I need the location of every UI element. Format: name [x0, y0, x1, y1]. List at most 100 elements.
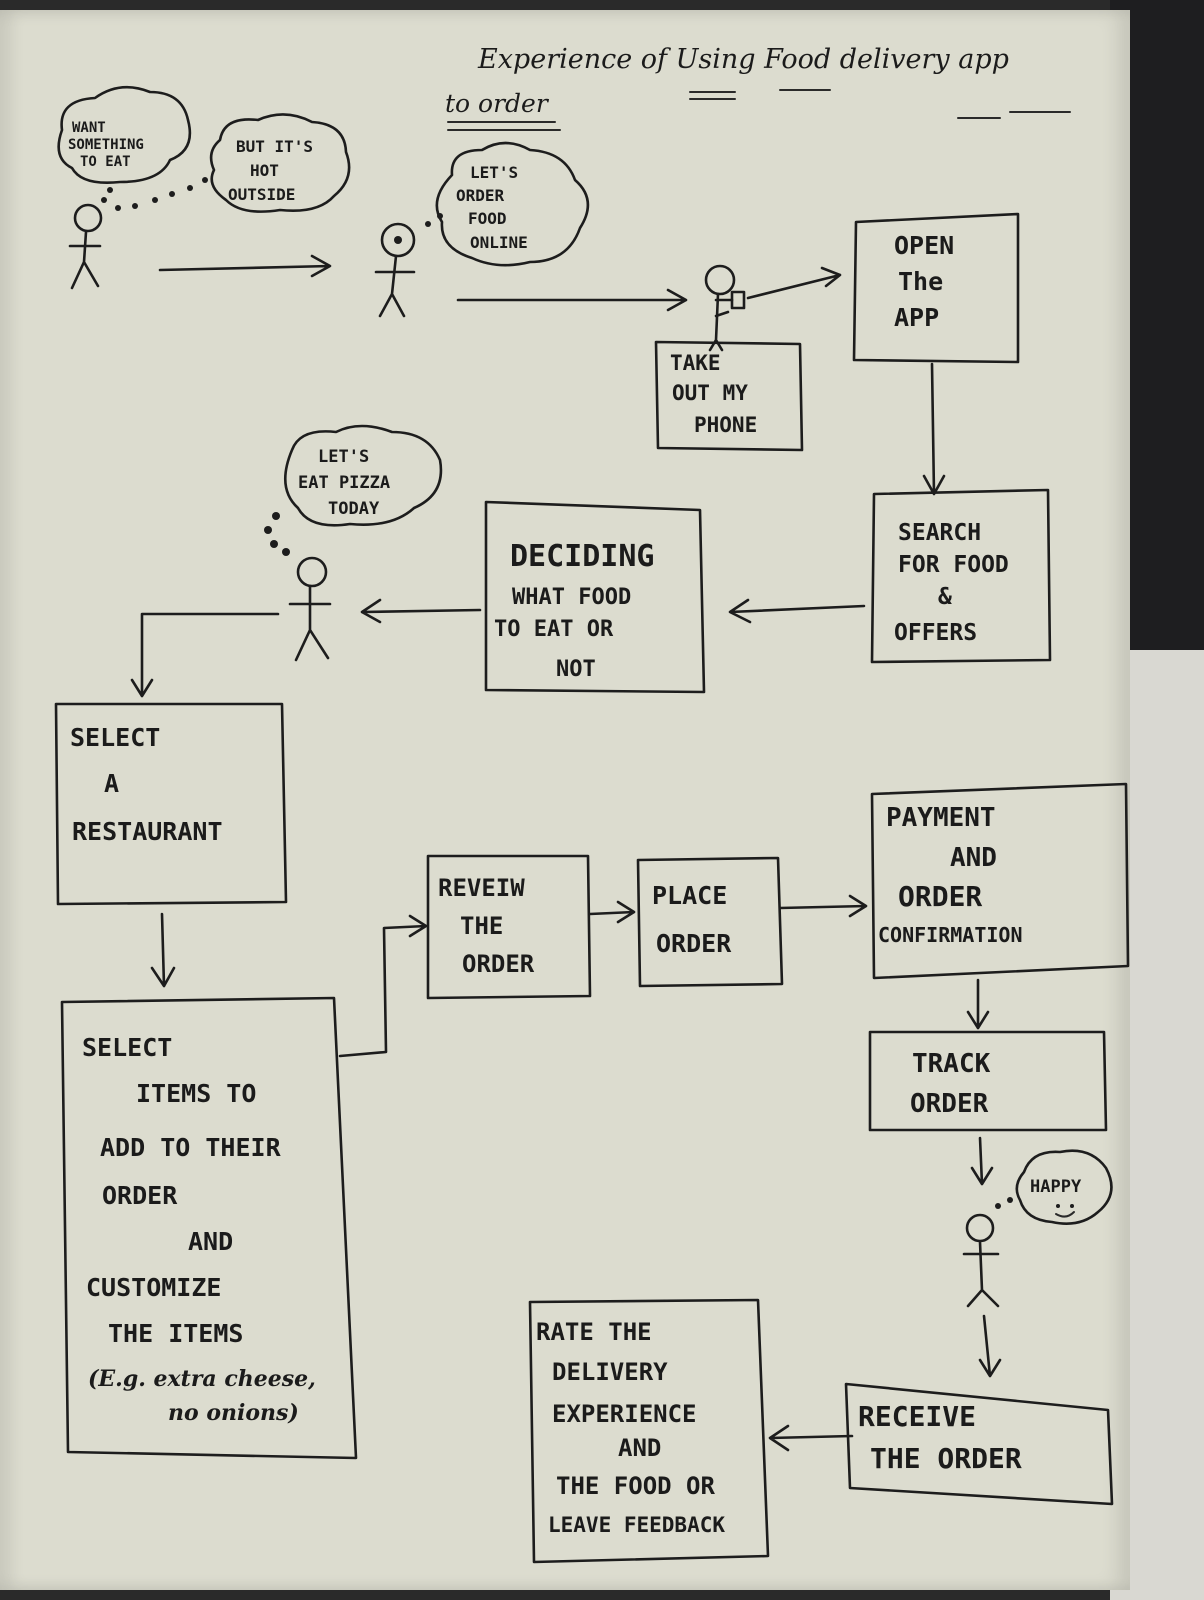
arrow-to-select-restaurant: [130, 612, 280, 698]
take-phone-line-1: TAKE: [670, 351, 721, 375]
arrow-to-receive: [978, 1314, 1002, 1378]
arrow-to-deciding: [728, 598, 866, 624]
bubble-pizza-line-1: LET'S: [318, 447, 369, 467]
payment-line-3: ORDER: [898, 880, 982, 913]
step-search-food-offers: SEARCH FOR FOOD & OFFERS: [870, 488, 1052, 664]
arrow-to-payment: [778, 894, 868, 918]
bubble-online-line-3: FOOD: [468, 209, 507, 228]
take-phone-line-3: PHONE: [694, 413, 757, 437]
bubble-happy-text: HAPPY: [1030, 1177, 1082, 1197]
stick-figure-hungry: [68, 203, 103, 290]
select-restaurant-line-2: A: [104, 769, 119, 798]
review-line-3: ORDER: [462, 950, 535, 978]
rate-line-2: DELIVERY: [552, 1358, 668, 1386]
place-line-2: ORDER: [656, 929, 732, 958]
receive-line-2: THE ORDER: [870, 1442, 1022, 1475]
payment-line-1: PAYMENT: [886, 803, 996, 833]
select-items-line-4: ORDER: [102, 1181, 178, 1210]
step-take-out-phone: TAKE OUT MY PHONE: [654, 340, 804, 452]
arrow-to-review: [338, 914, 428, 1058]
rate-line-4: AND: [618, 1434, 661, 1462]
bubble-online-line-2: ORDER: [456, 186, 505, 205]
bubble-want-line-3: TO EAT: [80, 154, 131, 170]
take-phone-line-2: OUT MY: [672, 381, 748, 405]
deciding-line-4: NOT: [556, 657, 596, 682]
receive-line-1: RECEIVE: [858, 1400, 976, 1433]
payment-line-2: AND: [950, 843, 997, 873]
select-items-line-3: ADD TO THEIR: [100, 1133, 282, 1162]
select-items-line-9: no onions): [168, 1400, 299, 1426]
step-rate-feedback: RATE THE DELIVERY EXPERIENCE AND THE FOO…: [528, 1298, 770, 1564]
search-line-2: FOR FOOD: [898, 552, 1009, 578]
select-items-line-1: SELECT: [82, 1033, 172, 1062]
deciding-line-1: DECIDING: [510, 539, 655, 574]
review-line-2: THE: [460, 912, 503, 940]
rate-line-3: EXPERIENCE: [552, 1400, 697, 1428]
arrow-to-rate: [768, 1424, 854, 1452]
arrow-to-search: [922, 362, 946, 496]
bubble-pizza-line-2: EAT PIZZA: [298, 473, 390, 493]
stick-figure-with-phone: [704, 264, 746, 352]
select-restaurant-line-3: RESTAURANT: [72, 817, 223, 846]
select-items-line-2: ITEMS TO: [136, 1079, 256, 1108]
deciding-line-3: TO EAT OR: [494, 617, 614, 642]
arrow-to-open-app: [746, 266, 842, 300]
rate-line-5: THE FOOD OR: [556, 1472, 715, 1500]
select-items-line-5: AND: [188, 1227, 233, 1256]
sketchbook-page: [0, 10, 1130, 1590]
select-items-line-6: CUSTOMIZE: [86, 1273, 221, 1302]
track-line-1: TRACK: [912, 1049, 991, 1079]
thought-bubble-pizza: LET'S EAT PIZZA TODAY: [264, 424, 443, 556]
deciding-line-2: WHAT FOOD: [512, 585, 631, 610]
payment-line-4: CONFIRMATION: [878, 923, 1023, 947]
step-open-app: OPEN The APP: [852, 212, 1020, 364]
review-line-1: REVEIW: [438, 874, 525, 902]
arrow-to-figure-3: [456, 288, 688, 312]
diagram-title: Experience of Using Food delivery app to…: [445, 44, 1071, 131]
select-items-line-8: (E.g. extra cheese,: [88, 1366, 316, 1392]
open-app-line-2: The: [898, 267, 943, 296]
search-line-1: SEARCH: [898, 520, 981, 546]
bubble-pizza-line-3: TODAY: [328, 499, 380, 519]
stick-figure-decides: [374, 222, 416, 318]
select-items-line-7: THE ITEMS: [108, 1319, 243, 1348]
arrow-to-figure-2: [158, 254, 332, 278]
stick-figure-pizza: [288, 556, 332, 662]
arrow-to-happy-figure: [970, 1136, 994, 1186]
arrow-to-track: [966, 978, 990, 1030]
step-place-order: PLACE ORDER: [636, 856, 784, 988]
bubble-hot-line-1: BUT IT'S: [236, 137, 313, 156]
thought-bubble-hot: BUT IT'S HOT OUTSIDE: [115, 113, 351, 213]
search-line-4: OFFERS: [894, 620, 977, 646]
step-select-items: SELECT ITEMS TO ADD TO THEIR ORDER AND C…: [60, 996, 358, 1460]
arrow-to-figure-4: [360, 598, 482, 624]
open-app-line-3: APP: [894, 303, 939, 332]
rate-line-6: LEAVE FEEDBACK: [548, 1513, 725, 1537]
stick-figure-happy: [962, 1213, 1000, 1308]
open-app-line-1: OPEN: [894, 231, 954, 260]
bubble-online-line-4: ONLINE: [470, 233, 528, 252]
bubble-want-line-1: WANT: [72, 120, 106, 136]
arrow-to-place-order: [588, 900, 636, 924]
bubble-online-line-1: LET'S: [470, 163, 518, 182]
bubble-want-line-2: SOMETHING: [68, 137, 144, 153]
step-track-order: TRACK ORDER: [868, 1030, 1108, 1132]
thought-bubble-order-online: LET'S ORDER FOOD ONLINE: [425, 141, 590, 267]
select-restaurant-line-1: SELECT: [70, 723, 160, 752]
place-line-1: PLACE: [652, 881, 727, 910]
thought-bubble-happy: HAPPY: [995, 1149, 1113, 1225]
search-line-3: &: [938, 584, 952, 610]
bubble-hot-line-2: HOT: [250, 161, 279, 180]
step-receive-order: RECEIVE THE ORDER: [844, 1382, 1114, 1506]
step-deciding: DECIDING WHAT FOOD TO EAT OR NOT: [484, 500, 706, 694]
step-select-restaurant: SELECT A RESTAURANT: [54, 702, 288, 906]
rate-line-1: RATE THE: [536, 1318, 652, 1346]
arrow-to-select-items: [150, 912, 176, 988]
title-line-1: Experience of Using Food delivery app: [477, 44, 1009, 75]
thought-bubble-want: WANT SOMETHING TO EAT: [57, 85, 192, 203]
step-payment-confirmation: PAYMENT AND ORDER CONFIRMATION: [870, 782, 1130, 980]
step-review-order: REVEIW THE ORDER: [426, 854, 592, 1000]
title-line-2: to order: [445, 89, 550, 118]
bubble-hot-line-3: OUTSIDE: [228, 185, 295, 204]
